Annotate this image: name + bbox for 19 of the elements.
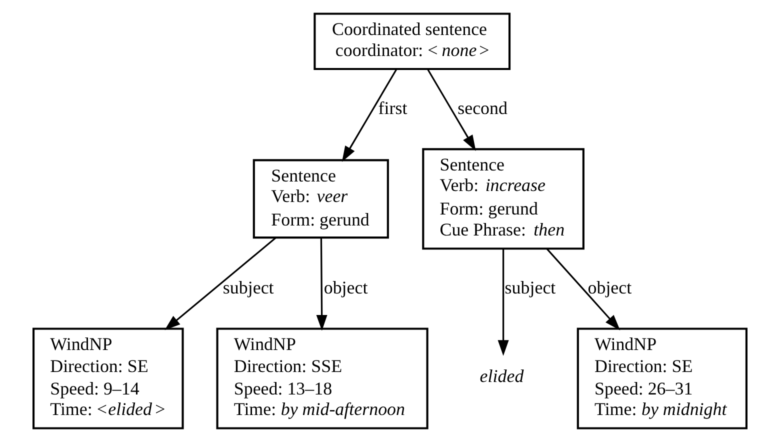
node-box: Sentence Verb: increase Form: gerund Cue Phrase: then [422, 148, 584, 250]
edge-label: subject [504, 277, 556, 298]
node-box: Sentence Verb: veer Form: gerund [252, 159, 389, 239]
edge-label: object [588, 277, 632, 298]
arrow [498, 249, 509, 356]
arrow [427, 68, 476, 151]
edge-label: subject [222, 277, 274, 298]
arrow [164, 237, 276, 330]
edge-label: second [458, 98, 508, 118]
node-box: Coordinated sentence coordinator: <none> [314, 12, 511, 70]
node-box: WindNP Direction: SE Speed: 26–31 Time: by midnight [576, 328, 748, 430]
node-box: WindNP Direction: SSE Speed: 13–18 Time: by mid-afternoon [216, 328, 428, 430]
node-box: WindNP Direction: SE Speed: 9–14 Time: <elided> [32, 328, 184, 430]
edge-label: object [324, 277, 368, 298]
arrow [546, 248, 620, 330]
node-text: elided [480, 366, 524, 386]
arrow [342, 68, 398, 162]
arrow [316, 238, 328, 331]
edge-label: first [378, 98, 408, 118]
